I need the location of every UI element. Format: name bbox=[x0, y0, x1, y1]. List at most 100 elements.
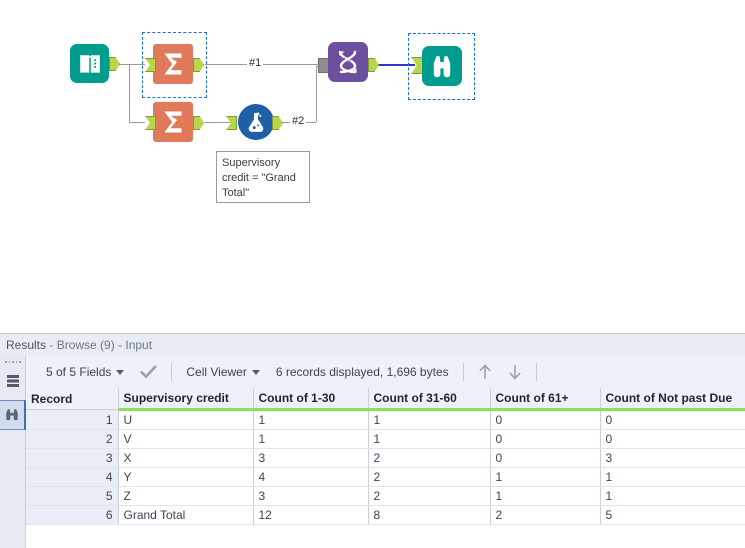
results-title-prefix: Results bbox=[6, 338, 47, 352]
cell-count-31-60: 1 bbox=[368, 429, 491, 449]
scroll-up-button[interactable] bbox=[470, 360, 500, 384]
cell-count-not-past-due: 0 bbox=[600, 429, 745, 449]
table-row[interactable]: 6 Grand Total 12 8 2 5 bbox=[26, 505, 745, 525]
column-header-count-1-30[interactable]: Count of 1-30 bbox=[253, 388, 369, 411]
cell-supervisory-credit: V bbox=[118, 429, 254, 449]
svg-text:1: 1 bbox=[344, 55, 347, 61]
cell-viewer-dropdown[interactable]: Cell Viewer bbox=[178, 360, 267, 384]
connection-label-1: #1 bbox=[247, 57, 264, 69]
fields-dropdown-label: 5 of 5 Fields bbox=[46, 365, 112, 379]
chevron-down-icon bbox=[251, 369, 260, 375]
wire-summarize2-to-formula bbox=[205, 122, 231, 123]
cell-viewer-label: Cell Viewer bbox=[186, 365, 247, 379]
results-table: Record Supervisory credit Count of 1-30 … bbox=[26, 388, 745, 525]
rail-button-browse[interactable] bbox=[0, 400, 26, 430]
svg-text:3: 3 bbox=[345, 65, 348, 71]
cell-record: 2 bbox=[26, 429, 119, 449]
output-anchor-union[interactable] bbox=[368, 58, 379, 72]
cell-record: 4 bbox=[26, 467, 119, 487]
rail-button-table[interactable] bbox=[0, 366, 26, 396]
cell-count-1-30: 3 bbox=[253, 448, 369, 468]
wire-union-to-browse bbox=[367, 64, 415, 66]
table-row[interactable]: 2 V 1 1 0 0 bbox=[26, 429, 745, 449]
checkmark-icon bbox=[140, 365, 157, 378]
cell-count-not-past-due: 0 bbox=[600, 409, 745, 430]
fields-dropdown[interactable]: 5 of 5 Fields bbox=[38, 360, 132, 384]
cell-record: 3 bbox=[26, 448, 119, 468]
cell-count-1-30: 12 bbox=[253, 505, 369, 525]
toolbar-divider-1 bbox=[171, 363, 173, 381]
input-anchor-summarize1[interactable] bbox=[145, 58, 156, 72]
records-status-label: 6 records displayed, 1,696 bytes bbox=[275, 365, 449, 379]
book-icon-glyph bbox=[79, 54, 100, 73]
output-anchor-input-data[interactable] bbox=[109, 57, 120, 71]
column-header-count-not-past-due[interactable]: Count of Not past Due bbox=[600, 388, 745, 411]
column-header-supervisory-credit[interactable]: Supervisory credit bbox=[118, 388, 254, 411]
cell-count-not-past-due: 3 bbox=[600, 448, 745, 468]
output-anchor-summarize2[interactable] bbox=[193, 116, 204, 130]
results-title-sep2: - bbox=[114, 338, 126, 352]
sigma-icon-glyph bbox=[164, 111, 182, 133]
results-panel-title: Results - Browse (9) - Input bbox=[0, 334, 745, 356]
binoculars-icon bbox=[6, 409, 18, 421]
results-grid[interactable]: Record Supervisory credit Count of 1-30 … bbox=[26, 388, 745, 548]
column-header-count-61-plus[interactable]: Count of 61+ bbox=[490, 388, 601, 411]
cell-count-31-60: 2 bbox=[368, 486, 491, 506]
column-header-record[interactable]: Record bbox=[26, 388, 119, 410]
table-row[interactable]: 4 Y 4 2 1 1 bbox=[26, 467, 745, 487]
union-dna-icon: 1 2 3 bbox=[328, 42, 368, 82]
results-panel: Results - Browse (9) - Input bbox=[0, 333, 745, 548]
workflow-canvas[interactable]: #1 #2 bbox=[0, 0, 745, 333]
wire-input-branch-to-summarize2 bbox=[129, 122, 145, 123]
wire-input-to-summarize1 bbox=[117, 64, 145, 65]
fields-apply-check[interactable] bbox=[132, 360, 165, 384]
results-title-sep1: - bbox=[46, 338, 57, 352]
formula-annotation: Supervisory credit = "Grand Total" bbox=[216, 151, 310, 203]
flask-icon-glyph bbox=[248, 112, 264, 132]
toolbar-divider-3 bbox=[535, 363, 537, 381]
input-anchor-formula[interactable] bbox=[226, 116, 237, 130]
rail-grip-handle[interactable] bbox=[5, 359, 21, 365]
sigma-icon bbox=[153, 44, 193, 84]
sigma-icon bbox=[153, 102, 193, 142]
cell-count-31-60: 2 bbox=[368, 467, 491, 487]
scroll-down-button[interactable] bbox=[500, 360, 530, 384]
binoculars-icon bbox=[422, 46, 462, 86]
output-anchor-formula[interactable] bbox=[272, 116, 283, 130]
cell-count-61-plus: 2 bbox=[490, 505, 601, 525]
arrow-up-icon bbox=[479, 364, 491, 380]
svg-text:2: 2 bbox=[349, 60, 352, 66]
cell-count-61-plus: 1 bbox=[490, 486, 601, 506]
chevron-down-icon bbox=[116, 369, 125, 375]
cell-record: 5 bbox=[26, 486, 119, 506]
cell-supervisory-credit: Z bbox=[118, 486, 254, 506]
cell-count-not-past-due: 1 bbox=[600, 467, 745, 487]
results-body: 5 of 5 Fields Cell Viewer 6 reco bbox=[0, 356, 745, 548]
cell-supervisory-credit: Grand Total bbox=[118, 505, 254, 525]
column-header-count-31-60[interactable]: Count of 31-60 bbox=[368, 388, 491, 411]
table-row[interactable]: 5 Z 3 2 1 1 bbox=[26, 486, 745, 506]
toolbar-divider-2 bbox=[462, 363, 464, 381]
cell-supervisory-credit: X bbox=[118, 448, 254, 468]
results-title-browse: Browse (9) bbox=[56, 338, 115, 352]
wire-formula-to-union-vertical bbox=[316, 66, 317, 122]
wire-summarize1-to-union bbox=[205, 64, 323, 65]
results-rail bbox=[0, 356, 26, 548]
wire-input-branch-vertical bbox=[129, 64, 130, 122]
records-status: 6 records displayed, 1,696 bytes bbox=[268, 360, 457, 384]
table-row[interactable]: 1 U 1 1 0 0 bbox=[26, 409, 745, 430]
binoculars-icon-glyph bbox=[433, 56, 451, 78]
table-row[interactable]: 3 X 3 2 0 3 bbox=[26, 448, 745, 468]
cell-count-31-60: 8 bbox=[368, 505, 491, 525]
table-body: 1 U 1 1 0 0 2 V 1 1 bbox=[26, 409, 745, 525]
cell-supervisory-credit: U bbox=[118, 409, 254, 430]
wire-input-branch-start bbox=[117, 64, 129, 65]
input-anchor-summarize2[interactable] bbox=[145, 116, 156, 130]
output-anchor-summarize1[interactable] bbox=[193, 58, 204, 72]
cell-count-61-plus: 0 bbox=[490, 409, 601, 430]
connection-label-2: #2 bbox=[290, 115, 307, 127]
results-main: 5 of 5 Fields Cell Viewer 6 reco bbox=[26, 356, 745, 548]
cell-count-1-30: 3 bbox=[253, 486, 369, 506]
arrow-down-icon bbox=[509, 364, 521, 380]
